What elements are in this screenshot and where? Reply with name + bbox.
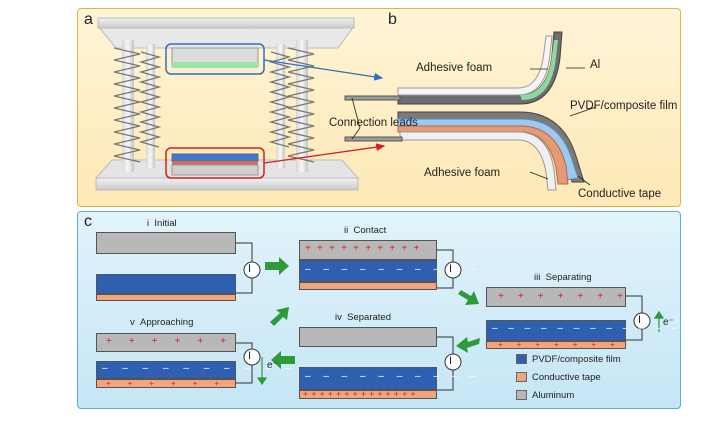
pvdf-film (486, 320, 626, 341)
negative-charges: – – – – – – – – – – (102, 363, 297, 374)
positive-charges: +++++++ (498, 340, 629, 349)
electron-label-v: e⁻ (267, 360, 278, 371)
aluminum-electrode (96, 232, 236, 254)
positive-charges: ++++++++++ (305, 243, 426, 254)
aluminum-electrode (299, 327, 437, 347)
pvdf-film (96, 274, 236, 294)
legend-swatch-tape (516, 372, 527, 382)
aluminum-electrode (299, 240, 437, 260)
panel-label-b: b (388, 11, 397, 28)
meter-iii: I (638, 314, 642, 326)
negative-charges: – – – – – – – – – – (305, 264, 481, 275)
meter-i: I (248, 263, 252, 275)
stage-i-label: i Initial (147, 218, 177, 229)
label-adhesive-foam-bottom: Adhesive foam (424, 167, 501, 179)
aluminum-electrode (96, 333, 236, 352)
legend-label-aluminum: Aluminum (532, 390, 575, 401)
legend-swatch-film (516, 354, 527, 364)
label-conductive-tape: Conductive tape (578, 188, 662, 200)
panel-label-c: c (84, 213, 92, 230)
legend-label-tape: Conductive tape (532, 372, 601, 383)
positive-charges: ++++++ (106, 379, 237, 388)
positive-charges: ++++++++++++++ (303, 389, 419, 399)
conductive-tape (96, 379, 236, 388)
meter-v: I (248, 350, 252, 362)
aluminum-electrode (486, 287, 626, 307)
positive-charges: +++++++ (498, 291, 637, 302)
conductive-tape (299, 390, 437, 399)
stage-v-label: v Approaching (130, 317, 194, 328)
pvdf-film (96, 361, 236, 379)
conductive-tape (96, 294, 236, 301)
label-al: Al (590, 59, 601, 71)
pvdf-film (299, 260, 437, 282)
electron-label-iii: e⁻ (663, 317, 674, 328)
meter-iv: I (449, 355, 453, 367)
pvdf-film (299, 367, 437, 390)
conductive-tape (486, 341, 626, 349)
legend-swatch-aluminum (516, 390, 527, 400)
stage-ii-label: ii Contact (344, 225, 387, 236)
label-adhesive-foam-top: Adhesive foam (416, 62, 493, 74)
meter-ii: I (449, 263, 453, 275)
label-connection-leads: Connection leads (329, 117, 418, 129)
stage-iv-label: iv Separated (335, 312, 391, 323)
label-pvdf-film: PVDF/composite film (570, 100, 678, 112)
negative-charges: – – – – – – – – – – – – (492, 323, 682, 334)
legend-label-film: PVDF/composite film (532, 354, 621, 365)
negative-charges: – – – – – – – – – – (305, 371, 481, 382)
panel-label-a: a (84, 11, 93, 28)
positive-charges: ++++++ (106, 336, 244, 347)
conductive-tape (299, 282, 437, 290)
stage-iii-label: iii Separating (534, 272, 592, 283)
